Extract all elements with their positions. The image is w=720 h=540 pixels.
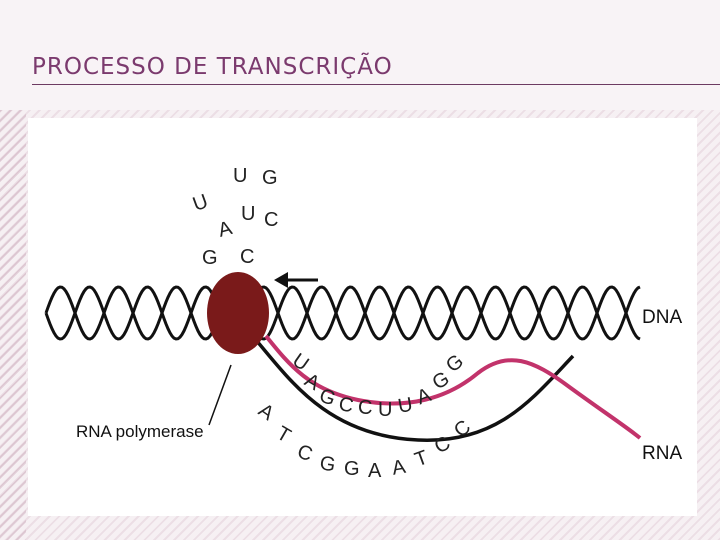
rna-nucleotide: G — [316, 385, 338, 411]
slide-left-band — [0, 110, 26, 540]
template-nucleotide: T — [412, 446, 431, 471]
rna-nucleotide: G — [442, 350, 468, 377]
transcription-diagram: DNA RNA RNA polymerase U U G A U C G C U… — [44, 165, 682, 482]
dna-label: DNA — [642, 307, 682, 328]
rna-nucleotide: C — [358, 397, 372, 419]
template-nucleotide: T — [273, 422, 295, 447]
template-nucleotide: C — [294, 441, 315, 467]
template-nucleotide: A — [390, 456, 408, 480]
incoming-nucleotide-arrow — [274, 272, 318, 288]
free-nucleotide: G — [262, 167, 278, 189]
rna-polymerase-blob — [207, 272, 269, 354]
slide-title: PROCESSO DE TRANSCRIÇÃO — [32, 54, 393, 80]
title-underline — [32, 84, 720, 85]
template-nucleotide: G — [344, 458, 360, 480]
rna-nucleotide: U — [378, 399, 392, 421]
template-nucleotide: G — [318, 452, 337, 476]
free-nucleotide: C — [264, 209, 278, 231]
dna-strand-b — [44, 285, 641, 341]
slide-header-area — [0, 0, 720, 110]
template-strand — [254, 338, 575, 442]
rna-strand — [264, 334, 642, 440]
free-nucleotide: C — [240, 246, 254, 268]
polymerase-label: RNA polymerase — [76, 422, 204, 441]
free-nucleotide: U — [241, 203, 255, 225]
rna-nucleotide: U — [396, 394, 414, 418]
template-nucleotide: C — [431, 432, 455, 458]
polymerase-pointer — [208, 364, 232, 426]
template-nucleotide: A — [368, 460, 382, 482]
free-nucleotide: U — [190, 190, 211, 216]
template-sequence: A T C G G A A T C C — [254, 399, 475, 482]
free-nucleotide: A — [216, 217, 235, 242]
template-nucleotide: A — [254, 399, 278, 425]
diagram-panel: DNA RNA RNA polymerase U U G A U C G C U… — [28, 118, 697, 516]
free-nucleotide: G — [202, 247, 218, 269]
rna-label: RNA — [642, 443, 682, 464]
rna-nucleotide: U — [288, 349, 312, 375]
free-nucleotides: U U G A U C G C — [190, 165, 279, 269]
dna-strand-a — [44, 285, 641, 341]
rna-nucleotide: C — [337, 393, 355, 417]
free-nucleotide: U — [233, 165, 247, 187]
rna-sequence: U A G C C U U A G G — [288, 349, 468, 421]
